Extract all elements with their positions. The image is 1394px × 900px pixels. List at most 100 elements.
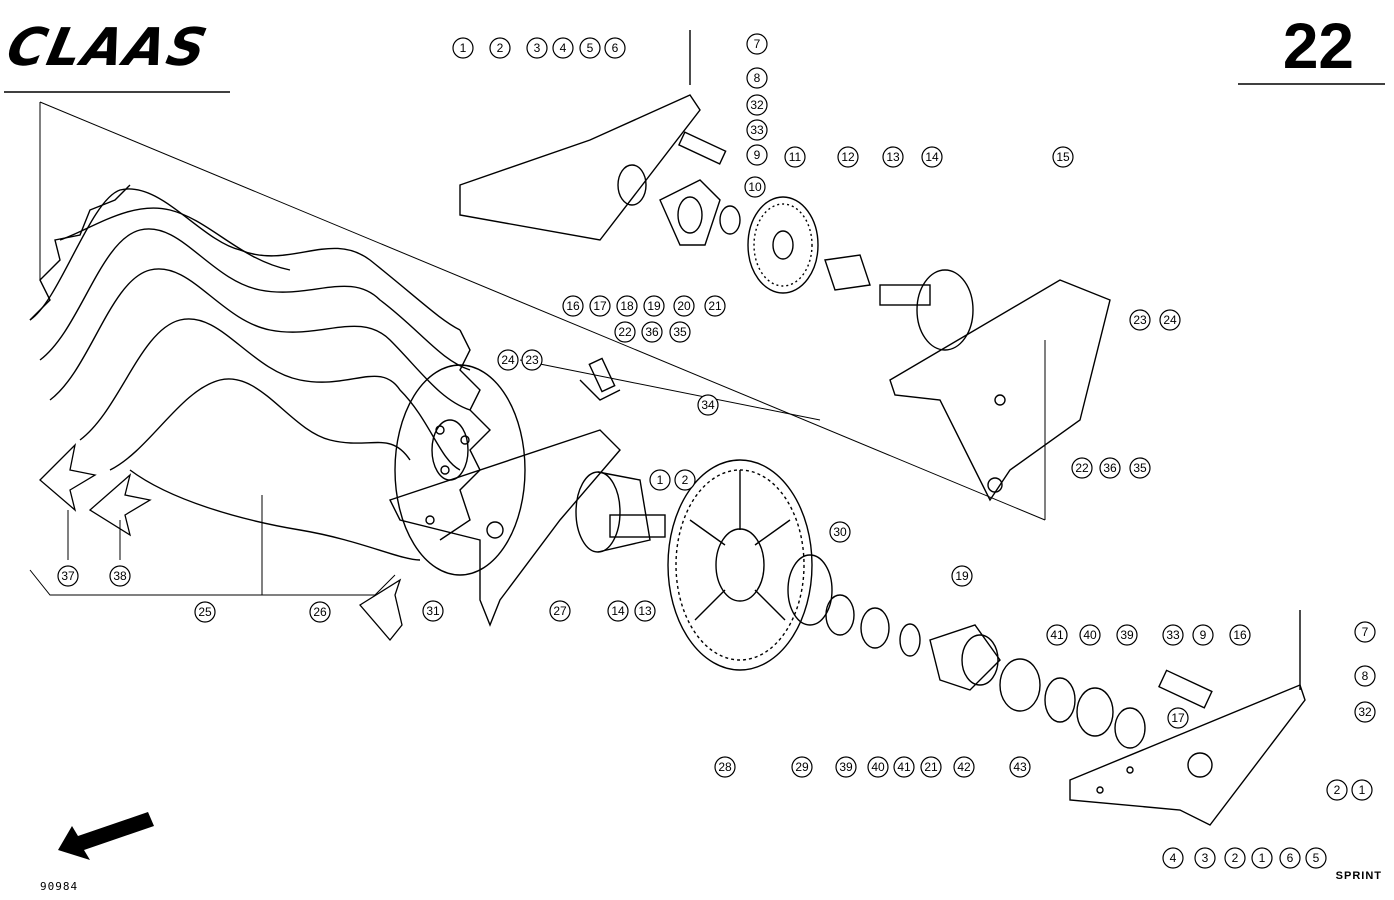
small-plates	[39, 443, 403, 642]
model-label: SPRINT	[1335, 870, 1382, 882]
callout-label: 7	[754, 37, 761, 51]
callout-top-7: 7	[746, 33, 768, 55]
callout-top-19: 19	[643, 295, 665, 317]
callout-label: 31	[426, 604, 440, 618]
callout-label: 7	[1362, 625, 1369, 639]
callout-label: 8	[1362, 669, 1369, 683]
callout-top-8: 8	[746, 67, 768, 89]
bearing-housing	[929, 624, 1213, 749]
callout-top-13: 13	[882, 146, 904, 168]
callout-middle-16: 16	[1229, 624, 1251, 646]
callout-top-1: 1	[452, 37, 474, 59]
callout-label: 37	[61, 569, 75, 583]
callout-bottom-25: 25	[194, 601, 216, 623]
callout-label: 38	[113, 569, 127, 583]
callout-middle-35: 35	[669, 321, 691, 343]
callout-label: 41	[897, 760, 911, 774]
callout-label: 19	[647, 299, 661, 313]
callout-label: 21	[708, 299, 722, 313]
callout-bottom-29: 29	[791, 756, 813, 778]
callout-label: 29	[795, 760, 809, 774]
left-bracket	[389, 429, 621, 627]
callout-label: 15	[1056, 150, 1070, 164]
callout-label: 13	[886, 150, 900, 164]
callout-label: 3	[534, 41, 541, 55]
callout-label: 2	[682, 473, 689, 487]
callout-label: 3	[1202, 851, 1209, 865]
callout-middle-34: 34	[697, 394, 719, 416]
callout-bottom-39: 39	[835, 756, 857, 778]
callout-bottom-43: 43	[1009, 756, 1031, 778]
callout-label: 25	[198, 605, 212, 619]
callout-label: 26	[313, 605, 327, 619]
callout-top-33: 33	[746, 119, 768, 141]
callout-label: 34	[701, 398, 715, 412]
callout-top-15: 15	[1052, 146, 1074, 168]
callout-label: 27	[553, 604, 567, 618]
callout-middle-1: 1	[649, 469, 671, 491]
callout-middle-8: 8	[1354, 665, 1376, 687]
callout-label: 14	[925, 150, 939, 164]
callout-bottom-2: 2	[1224, 847, 1246, 869]
callout-middle-32: 32	[1354, 701, 1376, 723]
callout-top-23: 23	[1129, 309, 1151, 331]
callout-label: 1	[460, 41, 467, 55]
callout-top-9: 9	[746, 144, 768, 166]
callout-bottom-27: 27	[549, 600, 571, 622]
guide-lines	[39, 101, 1046, 521]
callout-middle-39: 39	[1116, 624, 1138, 646]
callout-bottom-5: 5	[1305, 847, 1327, 869]
callout-bottom-28: 28	[714, 756, 736, 778]
callout-label: 41	[1050, 628, 1064, 642]
callout-top-35: 35	[1129, 457, 1151, 479]
callout-middle-36: 36	[641, 321, 663, 343]
callout-top-14: 14	[921, 146, 943, 168]
callout-bottom-6: 6	[1279, 847, 1301, 869]
top-bracket-assembly	[459, 30, 741, 246]
callout-top-5: 5	[579, 37, 601, 59]
callout-label: 2	[1334, 783, 1341, 797]
callout-top-6: 6	[604, 37, 626, 59]
callout-label: 4	[1170, 851, 1177, 865]
callout-label: 40	[871, 760, 885, 774]
callout-middle-40: 40	[1079, 624, 1101, 646]
callout-middle-24: 24	[497, 349, 519, 371]
callout-label: 18	[620, 299, 634, 313]
callout-label: 43	[1013, 760, 1027, 774]
callout-bottom-4: 4	[1162, 847, 1184, 869]
callout-bottom-13: 13	[634, 600, 656, 622]
right-bottom-bracket	[1069, 610, 1306, 826]
callout-label: 42	[957, 760, 971, 774]
callout-label: 30	[833, 525, 847, 539]
callout-top-17: 17	[589, 295, 611, 317]
callout-top-12: 12	[837, 146, 859, 168]
callout-bottom-14: 14	[607, 600, 629, 622]
callout-label: 10	[748, 180, 762, 194]
callout-label: 33	[750, 123, 764, 137]
callout-top-20: 20	[673, 295, 695, 317]
callout-top-10: 10	[744, 176, 766, 198]
callout-label: 20	[677, 299, 691, 313]
callout-top-2: 2	[489, 37, 511, 59]
callout-bottom-42: 42	[953, 756, 975, 778]
callout-label: 16	[1233, 628, 1247, 642]
callout-middle-2: 2	[1326, 779, 1348, 801]
callout-label: 28	[718, 760, 732, 774]
callout-label: 35	[1133, 461, 1147, 475]
callout-label: 6	[1287, 851, 1294, 865]
callout-label: 40	[1083, 628, 1097, 642]
callout-label: 8	[754, 71, 761, 85]
callout-top-24: 24	[1159, 309, 1181, 331]
callout-top-4: 4	[552, 37, 574, 59]
callout-top-3: 3	[526, 37, 548, 59]
callout-label: 23	[525, 353, 539, 367]
callout-label: 33	[1166, 628, 1180, 642]
callout-top-11: 11	[784, 146, 806, 168]
callout-top-32: 32	[746, 94, 768, 116]
callout-bottom-40: 40	[867, 756, 889, 778]
callout-middle-41: 41	[1046, 624, 1068, 646]
callout-label: 39	[839, 760, 853, 774]
callout-label: 11	[789, 150, 802, 164]
callout-label: 14	[611, 604, 625, 618]
